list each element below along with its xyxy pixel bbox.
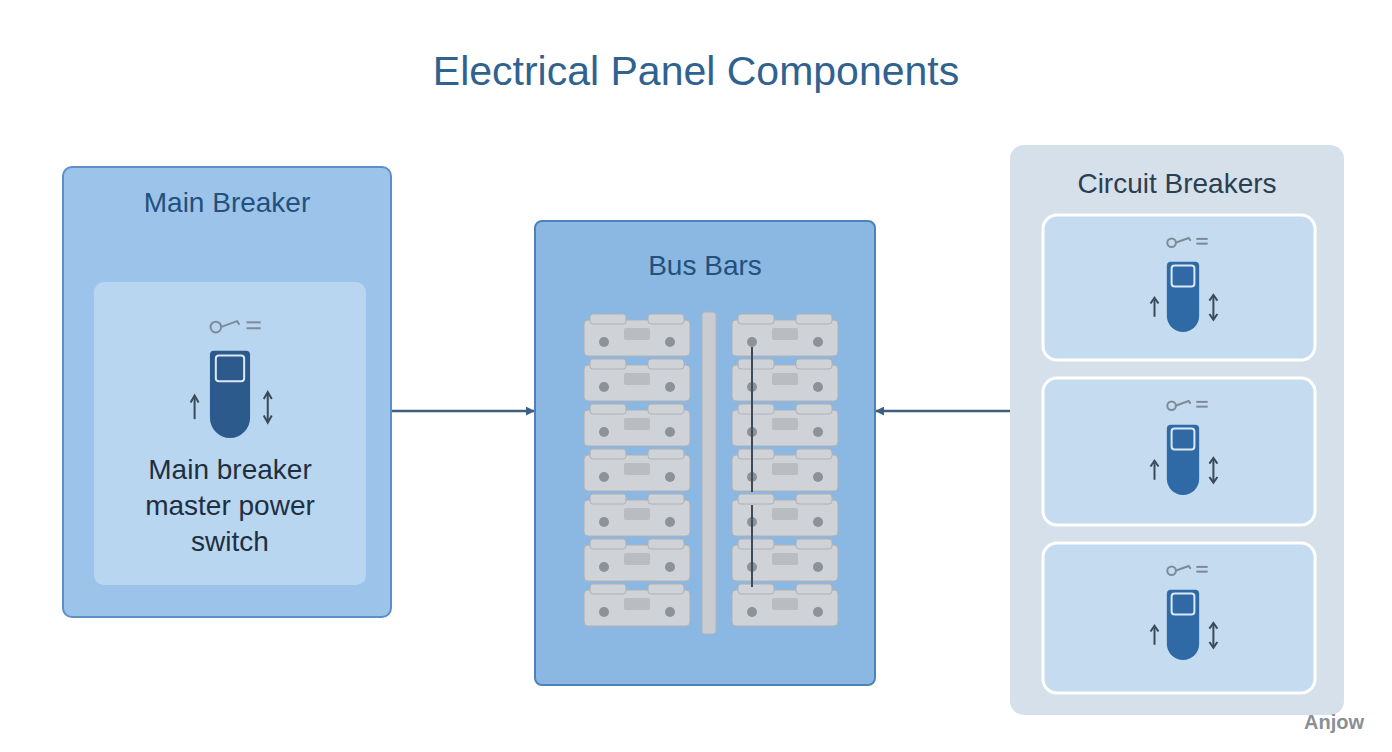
circuit-breakers-panel: Circuit Breakers [1010, 145, 1344, 715]
breaker-slot [1043, 378, 1315, 525]
node-heading: Circuit Breakers [1020, 167, 1334, 201]
flow-arrow [876, 410, 1010, 413]
breaker-icon [1151, 238, 1218, 332]
node-body: Main breaker master power switch [114, 452, 346, 560]
watermark: Anjow [1304, 711, 1364, 734]
breaker-icon [1151, 401, 1218, 495]
flow-arrow [392, 410, 534, 413]
breaker-slot [1043, 215, 1315, 360]
diagram-title: Electrical Panel Components [0, 48, 1392, 95]
breaker-icon [1151, 566, 1218, 660]
node-illustration [1010, 145, 1344, 715]
master-switch-box: Main breaker master power switch [94, 282, 366, 585]
node-heading: Main Breaker [74, 186, 380, 220]
main-breaker-panel: Main BreakerMain breaker master power sw… [62, 166, 392, 618]
node-heading: Bus Bars [546, 249, 864, 283]
breaker-slot [1043, 543, 1315, 693]
node-illustration [536, 222, 878, 688]
bus-bar-drawing [584, 312, 838, 634]
breaker-icon [191, 321, 272, 438]
bus-bars-box: Bus Bars [534, 220, 876, 686]
